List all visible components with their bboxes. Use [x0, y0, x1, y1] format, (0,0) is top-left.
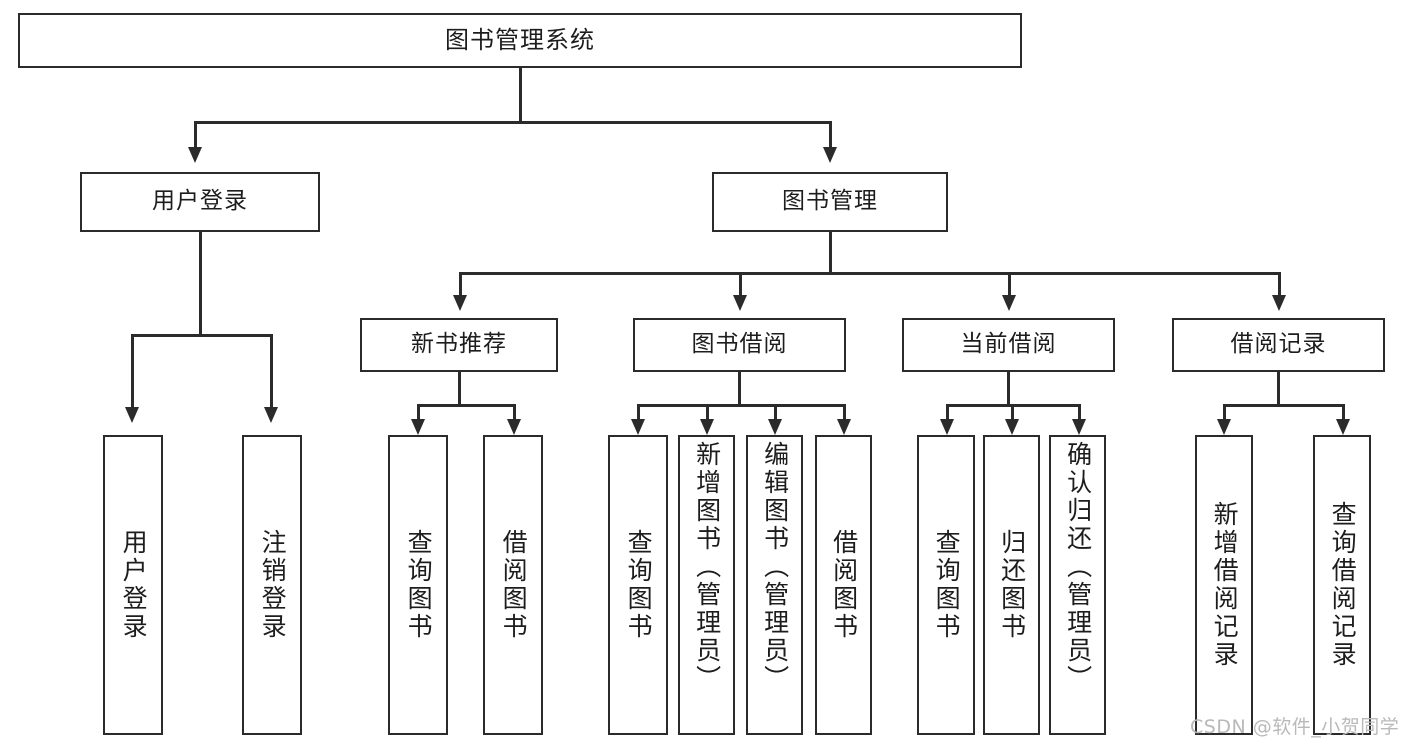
connector-root-bus: [194, 121, 831, 124]
leaf-borrow-books-newbooks[interactable]: 借阅图书: [483, 435, 543, 735]
arrowhead-records-to-leaf-1: [1217, 419, 1231, 435]
arrowhead-book-mgmt-to-records: [1272, 295, 1286, 311]
leaf-return-books[interactable]: 归还图书: [983, 435, 1040, 735]
arrowhead-records-to-leaf-2: [1336, 419, 1350, 435]
node-root-system[interactable]: 图书管理系统: [18, 13, 1022, 68]
arrowhead-new-books-to-leaf-1: [411, 419, 425, 435]
node-book-management-label: 图书管理: [782, 188, 878, 215]
connector-book-mgmt-to-current: [1008, 272, 1011, 298]
leaf-logout-label: 注销登录: [258, 529, 288, 641]
leaf-return-books-label: 归还图书: [997, 529, 1027, 641]
connector-user-login-bus: [131, 334, 270, 337]
leaf-edit-book-admin[interactable]: 编辑图书（管理员）: [746, 435, 803, 735]
connector-book-mgmt-bus: [459, 272, 1281, 275]
connector-book-mgmt-to-new-books: [459, 272, 462, 298]
node-book-borrow[interactable]: 图书借阅: [633, 318, 846, 372]
node-new-book-recommendation-label: 新书推荐: [411, 331, 507, 358]
leaf-query-borrow-record-label: 查询借阅记录: [1328, 501, 1358, 669]
connector-borrow-to-leaf-2: [706, 404, 709, 422]
leaf-add-borrow-record[interactable]: 新增借阅记录: [1195, 435, 1253, 735]
connector-records-trunk: [1277, 372, 1280, 406]
node-current-borrowing-label: 当前借阅: [960, 331, 1057, 358]
connector-borrow-trunk: [738, 372, 741, 406]
leaf-query-borrow-record[interactable]: 查询借阅记录: [1313, 435, 1371, 735]
connector-current-trunk: [1007, 372, 1010, 406]
connector-root-to-book-mgmt: [829, 121, 832, 150]
connector-current-to-leaf-1: [946, 404, 949, 422]
connector-book-mgmt-trunk: [829, 232, 832, 274]
node-new-book-recommendation[interactable]: 新书推荐: [360, 318, 558, 372]
arrowhead-book-mgmt-to-borrow: [733, 295, 747, 311]
connector-user-login-trunk: [199, 232, 202, 336]
node-root-label: 图书管理系统: [445, 26, 595, 55]
arrowhead-root-to-user-login: [188, 147, 202, 163]
leaf-borrow-books-borrow[interactable]: 借阅图书: [815, 435, 872, 735]
connector-root-trunk: [519, 68, 522, 123]
arrowhead-user-login-to-leaf-1: [125, 407, 139, 423]
leaf-user-login-label: 用户登录: [119, 529, 149, 641]
connector-records-to-leaf-2: [1342, 404, 1345, 422]
leaf-borrow-books-newbooks-label: 借阅图书: [499, 529, 529, 641]
leaf-add-book-admin-label: 新增图书（管理员）: [692, 441, 722, 693]
arrowhead-borrow-to-leaf-2: [700, 419, 714, 435]
connector-borrow-to-leaf-1: [637, 404, 640, 422]
node-borrow-records[interactable]: 借阅记录: [1172, 318, 1385, 372]
arrowhead-borrow-to-leaf-1: [631, 419, 645, 435]
connector-new-books-to-leaf-2: [513, 404, 516, 422]
node-borrow-records-label: 借阅记录: [1230, 331, 1327, 358]
connector-current-to-leaf-3: [1078, 404, 1081, 422]
leaf-user-login[interactable]: 用户登录: [103, 435, 163, 735]
leaf-logout[interactable]: 注销登录: [242, 435, 302, 735]
arrowhead-current-to-leaf-1: [940, 419, 954, 435]
connector-records-to-leaf-1: [1223, 404, 1226, 422]
arrowhead-borrow-to-leaf-4: [837, 419, 851, 435]
connector-new-books-trunk: [458, 372, 461, 406]
leaf-query-books-current-label: 查询图书: [932, 529, 962, 641]
connector-user-login-to-leaf-2: [270, 334, 273, 410]
leaf-add-borrow-record-label: 新增借阅记录: [1210, 501, 1240, 669]
node-current-borrowing[interactable]: 当前借阅: [902, 318, 1115, 372]
connector-book-mgmt-to-records: [1278, 272, 1281, 298]
arrowhead-new-books-to-leaf-2: [507, 419, 521, 435]
connector-records-bus: [1223, 404, 1342, 407]
arrowhead-current-to-leaf-2: [1005, 419, 1019, 435]
node-user-login[interactable]: 用户登录: [80, 172, 320, 232]
connector-current-bus: [946, 404, 1081, 407]
leaf-query-books-borrow[interactable]: 查询图书: [608, 435, 668, 735]
connector-new-books-bus: [417, 404, 514, 407]
connector-borrow-to-leaf-3: [774, 404, 777, 422]
leaf-edit-book-admin-label: 编辑图书（管理员）: [760, 441, 790, 693]
connector-current-to-leaf-2: [1011, 404, 1014, 422]
arrowhead-book-mgmt-to-new-books: [453, 295, 467, 311]
leaf-add-book-admin[interactable]: 新增图书（管理员）: [678, 435, 735, 735]
arrowhead-root-to-book-mgmt: [823, 147, 837, 163]
leaf-query-books-current[interactable]: 查询图书: [917, 435, 975, 735]
connector-new-books-to-leaf-1: [417, 404, 420, 422]
csdn-watermark: CSDN @软件_小贺同学: [1190, 716, 1400, 738]
leaf-query-books-newbooks[interactable]: 查询图书: [388, 435, 448, 735]
connector-borrow-to-leaf-4: [843, 404, 846, 422]
leaf-query-books-borrow-label: 查询图书: [624, 529, 654, 641]
node-user-login-label: 用户登录: [152, 188, 248, 215]
node-book-borrow-label: 图书借阅: [691, 331, 788, 358]
arrowhead-current-to-leaf-3: [1072, 419, 1086, 435]
connector-root-to-user-login: [194, 121, 197, 150]
leaf-query-books-newbooks-label: 查询图书: [404, 529, 434, 641]
connector-book-mgmt-to-borrow: [739, 272, 742, 298]
leaf-confirm-return-admin-label: 确认归还（管理员）: [1063, 441, 1093, 693]
connector-user-login-to-leaf-1: [131, 334, 134, 410]
node-book-management[interactable]: 图书管理: [712, 172, 948, 232]
arrowhead-borrow-to-leaf-3: [768, 419, 782, 435]
arrowhead-book-mgmt-to-current: [1002, 295, 1016, 311]
connector-borrow-bus: [637, 404, 844, 407]
arrowhead-user-login-to-leaf-2: [264, 407, 278, 423]
leaf-confirm-return-admin[interactable]: 确认归还（管理员）: [1049, 435, 1106, 735]
leaf-borrow-books-borrow-label: 借阅图书: [829, 529, 859, 641]
